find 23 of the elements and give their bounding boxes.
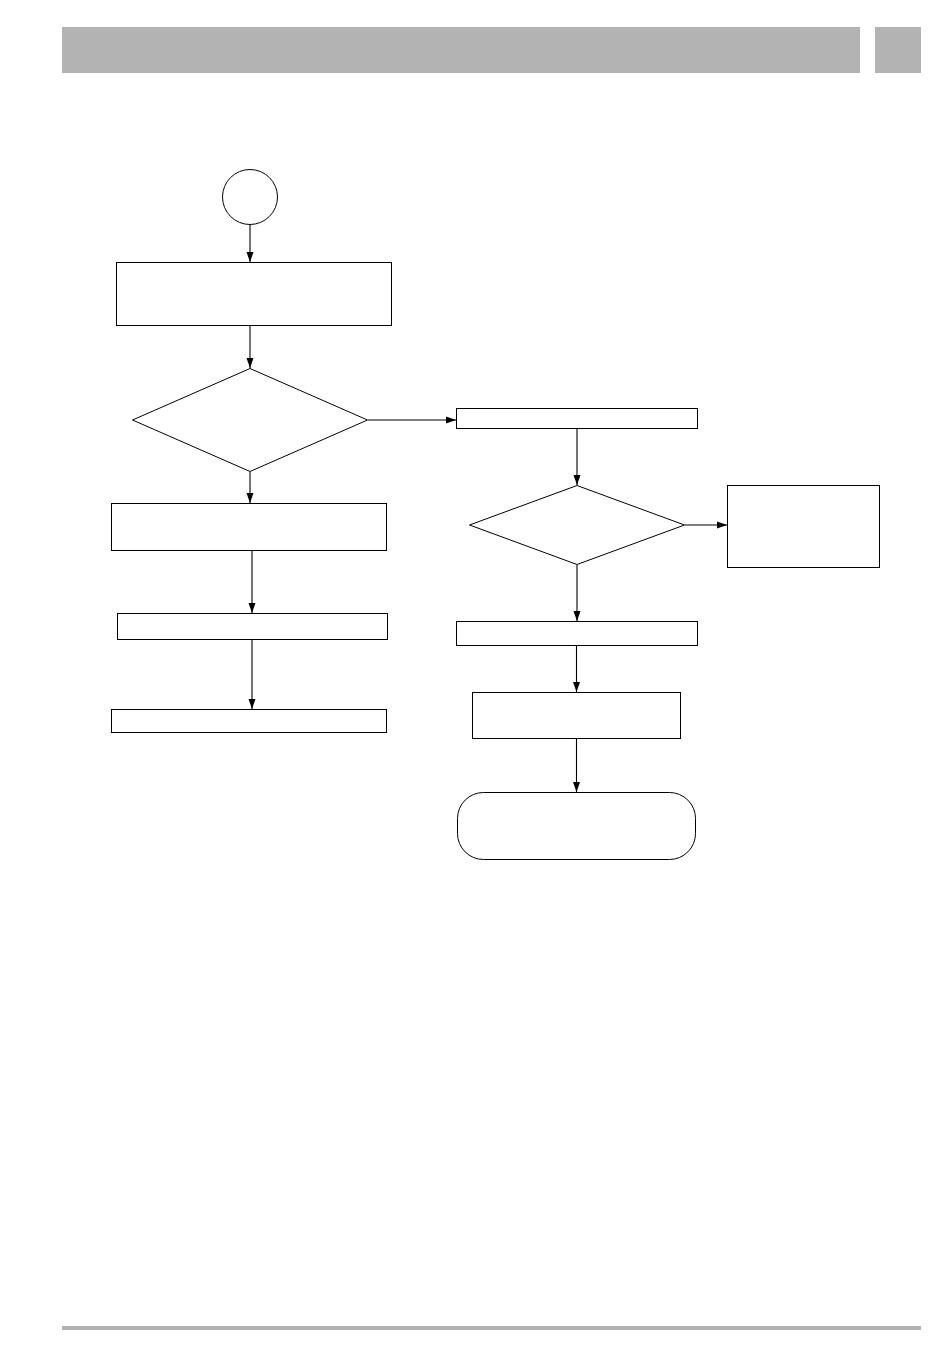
arrow (367, 416, 457, 424)
terminator-shape (457, 792, 696, 860)
process-box (727, 485, 880, 568)
arrow (248, 550, 256, 614)
arrow (573, 564, 581, 622)
decision-diamond (132, 368, 368, 472)
process-box (117, 613, 388, 640)
process-box (111, 503, 387, 551)
arrow (246, 224, 254, 263)
process-box (472, 692, 681, 739)
start-circle (222, 169, 278, 225)
arrow (573, 738, 580, 793)
arrow (248, 639, 256, 710)
arrow (246, 325, 254, 369)
process-box (456, 408, 698, 429)
arrow (573, 428, 581, 486)
arrow (573, 645, 580, 693)
process-box (111, 709, 387, 733)
arrow (684, 521, 728, 529)
process-box (456, 621, 698, 646)
process-box (116, 262, 392, 326)
arrow (246, 471, 254, 504)
decision-diamond (469, 485, 685, 565)
